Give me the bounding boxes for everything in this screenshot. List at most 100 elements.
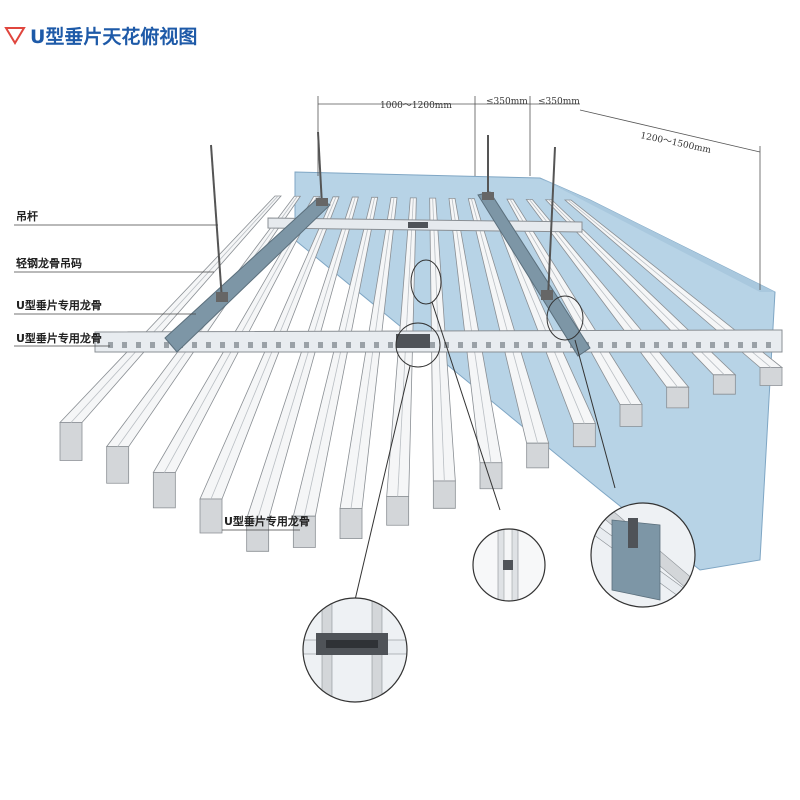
- keel-hole: [472, 342, 477, 348]
- callout-marker: [395, 322, 441, 368]
- keel-hole: [514, 342, 519, 348]
- hanger-clip: [541, 290, 553, 300]
- triangle-icon: [4, 27, 26, 45]
- keel-hole: [262, 342, 267, 348]
- blade-side: [339, 508, 363, 540]
- page-title: U型垂片天花俯视图: [30, 25, 198, 48]
- keel-hole: [542, 342, 547, 348]
- keel-hole: [696, 342, 701, 348]
- keel-hole: [150, 342, 155, 348]
- blade-side: [432, 480, 456, 509]
- label-keel-2: U型垂片专用龙骨: [16, 331, 102, 345]
- blade-side: [199, 498, 223, 534]
- keel-hole: [234, 342, 239, 348]
- keel-hole: [122, 342, 127, 348]
- main-carrier-left: [164, 197, 331, 353]
- detail-circle-carrier: [590, 502, 696, 608]
- keel-hole: [304, 342, 309, 348]
- dimension-span-3: ≤350mm: [538, 97, 580, 107]
- blade-groove: [70, 195, 279, 423]
- label-keel-3: U型垂片专用龙骨: [224, 514, 310, 528]
- keel-hole: [626, 342, 631, 348]
- keel-hole: [556, 342, 561, 348]
- callout-marker: [546, 295, 584, 341]
- hanger-rod: [210, 144, 223, 301]
- keel-hole: [654, 342, 659, 348]
- keel-hole: [682, 342, 687, 348]
- keel-hole: [318, 342, 323, 348]
- dimension-span-4: 1200～1500mm: [639, 131, 712, 156]
- blade-groove: [470, 198, 539, 444]
- callout-markers: [354, 259, 616, 601]
- keel-hole: [724, 342, 729, 348]
- keel-hole: [430, 342, 435, 348]
- detail-circle-blade-joint: [472, 528, 546, 602]
- blade-side: [106, 446, 130, 484]
- blade-side: [526, 442, 550, 469]
- blade-side: [59, 422, 83, 461]
- dimension-span-1: 1000～1200mm: [380, 101, 452, 111]
- blade-side: [386, 496, 410, 526]
- keel-hole: [206, 342, 211, 348]
- blade-side: [479, 462, 503, 490]
- keel-hole: [458, 342, 463, 348]
- keel-hole: [486, 342, 491, 348]
- keel-hole: [332, 342, 337, 348]
- blade-groove: [303, 197, 376, 517]
- keel-hole: [598, 342, 603, 348]
- bracket-rear: [408, 222, 428, 228]
- hanger-clips: [216, 192, 553, 302]
- blade-side: [759, 367, 783, 386]
- dimension-lines: [317, 96, 761, 290]
- detail-circle-clip: [302, 597, 408, 703]
- keel-hole: [668, 342, 673, 348]
- blade-groove: [350, 197, 395, 509]
- keel-hole: [640, 342, 645, 348]
- blade-groove: [509, 198, 632, 405]
- hanger-clip: [216, 292, 228, 302]
- keel-hole: [738, 342, 743, 348]
- bracket-front: [396, 334, 430, 348]
- hanger-clip: [316, 198, 328, 206]
- keel-hole: [374, 342, 379, 348]
- dimension-span-2: ≤350mm: [486, 97, 528, 107]
- blade-side: [712, 374, 736, 395]
- blade-side: [572, 422, 596, 448]
- keel-hole: [136, 342, 141, 348]
- blade-side: [246, 518, 270, 552]
- keel-hole: [710, 342, 715, 348]
- blade-side: [292, 515, 316, 548]
- keel-hole: [164, 342, 169, 348]
- blade-side: [152, 472, 176, 509]
- keel-hole: [612, 342, 617, 348]
- keel-holes: [108, 342, 771, 348]
- hanger-rod: [317, 131, 323, 206]
- blade-side: [619, 404, 643, 427]
- keel-hole: [388, 342, 393, 348]
- title-bar: U型垂片天花俯视图: [4, 20, 197, 50]
- keel-hole: [528, 342, 533, 348]
- keel-hole: [248, 342, 253, 348]
- keel-hole: [276, 342, 281, 348]
- blade-side: [666, 386, 690, 409]
- keel-hole: [346, 342, 351, 348]
- keel-hole: [766, 342, 771, 348]
- keel-hole: [360, 342, 365, 348]
- wall-side: [540, 178, 775, 292]
- leader-lines: [14, 224, 300, 531]
- keel-front: [94, 329, 783, 353]
- hanger-rods: [210, 131, 556, 301]
- keel-hole: [220, 342, 225, 348]
- keel-hole: [752, 342, 757, 348]
- blade-groove: [257, 196, 356, 519]
- keel-hole: [290, 342, 295, 348]
- hanger-clip: [482, 192, 494, 200]
- keel-hole: [108, 342, 113, 348]
- callout-marker: [410, 259, 442, 305]
- label-hanger-rod: 吊杆: [16, 209, 38, 223]
- hanger-rod: [547, 146, 556, 299]
- label-light-steel-clip: 轻钢龙骨吊码: [16, 256, 82, 270]
- keel-hole: [500, 342, 505, 348]
- label-keel-1: U型垂片专用龙骨: [16, 298, 102, 312]
